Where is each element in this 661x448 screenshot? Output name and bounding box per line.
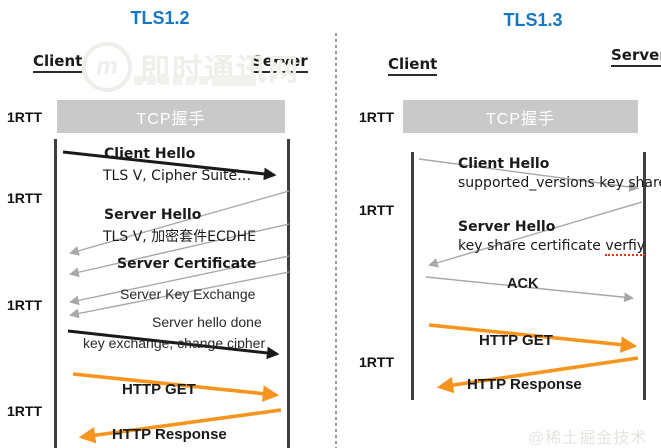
tls12-server-label: Server: [252, 52, 308, 73]
tls13-server-hello-detail-text: key share certificate: [458, 238, 606, 254]
tls13-server-hello-detail: key share certificate verfiy: [458, 238, 646, 256]
tls13-server-label: Server: [611, 46, 661, 67]
tls12-rtt-4: 1RTT: [7, 403, 42, 419]
tls12-server-hello-done-label: Server hello done: [152, 314, 262, 330]
tls13-title: TLS1.3: [503, 10, 563, 30]
tls13-client-hello-detail: supported_versions key share: [458, 175, 661, 191]
tls12-client-hello-label: Client Hello: [104, 146, 196, 162]
tls12-server-key-exchange-label: Server Key Exchange: [120, 286, 256, 302]
tls13-server-hello-label: Server Hello: [458, 219, 556, 235]
tls12-title: TLS1.2: [130, 8, 190, 28]
tls12-server-hello-detail: TLS V, 加密套件ECDHE: [103, 229, 256, 245]
tls13-client-lifeline: [411, 152, 414, 400]
tls13-rtt-2: 1RTT: [359, 202, 394, 218]
tls13-client-label: Client: [388, 55, 438, 76]
tls13-rtt-1: 1RTT: [359, 109, 394, 125]
tls13-rtt-3: 1RTT: [359, 354, 394, 370]
tls13-client-hello-label: Client Hello: [458, 156, 550, 172]
tls12-client-hello-detail: TLS V, Cipher Suite…: [103, 168, 252, 184]
tls12-client-label: Client: [33, 52, 83, 73]
tls12-key-exchange-label: key exchange, change cipher: [83, 335, 266, 351]
tls12-server-hello-label: Server Hello: [104, 207, 202, 223]
watermark-logo-letter: m: [96, 53, 118, 80]
watermark-logo-icon: m: [82, 42, 132, 92]
tls12-server-certificate-label: Server Certificate: [117, 256, 257, 272]
tls12-http-response-label: HTTP Response: [112, 426, 227, 443]
tls12-rtt-1: 1RTT: [7, 109, 42, 125]
watermark-subtext-blocks: [134, 75, 256, 86]
tls12-rtt-2: 1RTT: [7, 190, 42, 206]
watermark-community: @稀土掘金技术社区: [528, 430, 648, 447]
tls12-tcp-handshake-box: TCP握手: [57, 100, 285, 133]
tls13-http-get-label: HTTP GET: [479, 332, 553, 349]
tls13-tcp-handshake-box: TCP握手: [403, 100, 638, 133]
panel-divider: [335, 33, 337, 448]
tls13-verify-typo: verfiy: [605, 238, 646, 256]
tls12-http-get-label: HTTP GET: [122, 381, 196, 398]
tls13-ack-label: ACK: [507, 276, 539, 292]
tls13-http-response-label: HTTP Response: [467, 376, 582, 393]
tls12-client-lifeline: [54, 139, 57, 448]
tls12-server-lifeline: [287, 139, 290, 448]
tls13-server-lifeline: [643, 152, 646, 400]
tls12-rtt-3: 1RTT: [7, 297, 42, 313]
